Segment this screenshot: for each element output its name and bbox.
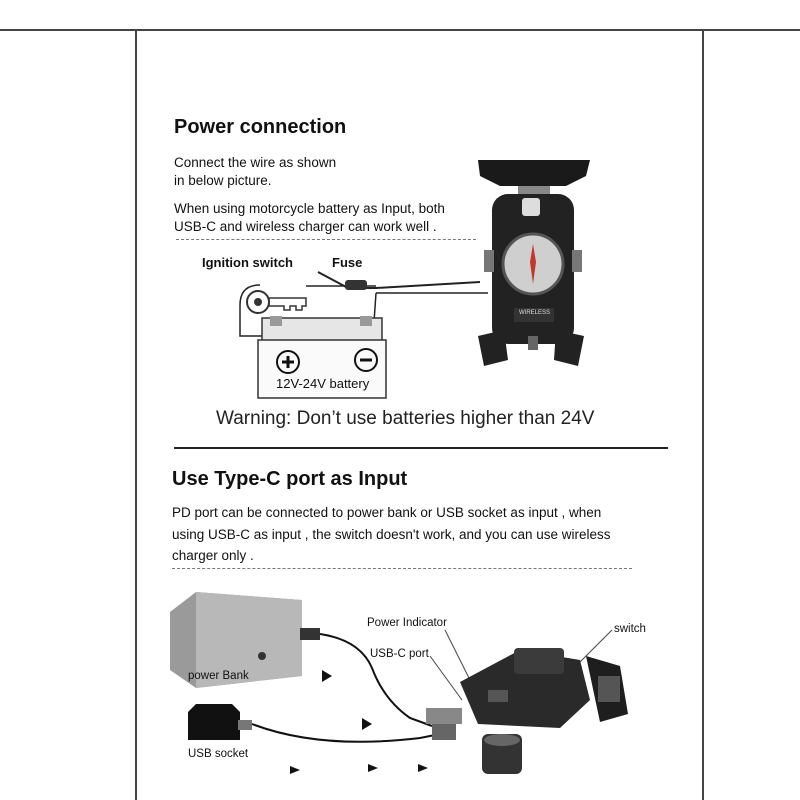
battery-note-line-1: When using motorcycle battery as Input, … <box>174 201 445 216</box>
power-indicator-label: Power Indicator <box>367 617 447 629</box>
type-c-note-line-1: PD port can be connected to power bank o… <box>172 505 602 520</box>
section-title-power-connection: Power connection <box>174 116 347 138</box>
power-instruction-line-1: Connect the wire as shown <box>174 155 337 170</box>
switch-label: switch <box>614 623 646 635</box>
section-title-type-c-input: Use Type-C port as Input <box>172 468 408 490</box>
usb-c-port-label: USB-C port <box>370 648 429 660</box>
ignition-switch-label: Ignition switch <box>202 255 293 270</box>
divider-dashed-1 <box>176 239 476 240</box>
left-page-border <box>135 29 137 800</box>
power-bank-label: power Bank <box>188 670 249 682</box>
battery-note-line-2: USB-C and wireless charger can work well… <box>174 219 437 234</box>
power-instruction-line-2: in below picture. <box>174 173 272 188</box>
battery-voltage-label: 12V-24V battery <box>276 376 370 391</box>
type-c-note-line-3: charger only . <box>172 548 254 563</box>
voltage-warning: Warning: Don’t use batteries higher than… <box>216 408 595 429</box>
usb-socket-label: USB socket <box>188 748 249 760</box>
fuse-label: Fuse <box>332 255 363 270</box>
top-border <box>0 29 800 31</box>
device-wireless-badge: WIRELESS <box>519 310 551 316</box>
right-page-border <box>702 29 704 800</box>
divider-dashed-2 <box>172 568 632 569</box>
type-c-note-line-2: using USB-C as input , the switch doesn'… <box>172 527 611 542</box>
